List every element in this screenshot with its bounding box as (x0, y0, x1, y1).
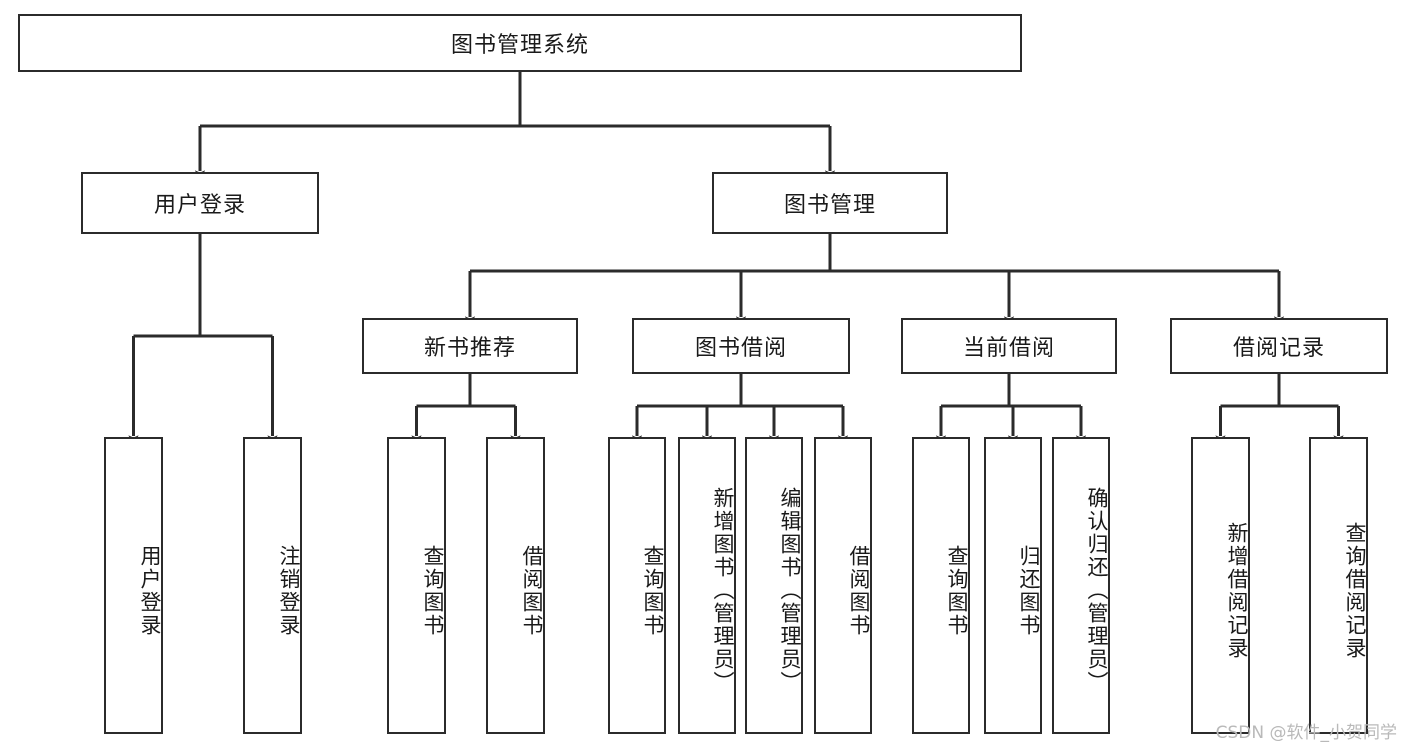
node-label: 图书管理系统 (450, 33, 589, 58)
node-leaf-return-book[interactable]: 归还图书 (984, 437, 1042, 734)
node-label: 查询借阅记录 (1343, 521, 1367, 660)
node-label: 编辑图书（管理员） (778, 487, 802, 694)
node-label: 用户登录 (138, 544, 162, 637)
node-label: 图书借阅 (694, 336, 787, 361)
node-label: 借阅记录 (1232, 336, 1325, 361)
node-label: 查询图书 (641, 544, 665, 637)
node-label: 查询图书 (945, 544, 969, 637)
node-label: 借阅图书 (520, 544, 544, 637)
node-leaf-query-book-current[interactable]: 查询图书 (912, 437, 970, 734)
watermark-text: CSDN @软件_小贺同学 (1215, 723, 1397, 743)
node-user-login[interactable]: 用户登录 (81, 172, 319, 234)
node-label: 查询图书 (421, 544, 445, 637)
node-label: 注销登录 (277, 544, 301, 637)
node-label: 新增借阅记录 (1225, 521, 1249, 660)
node-root[interactable]: 图书管理系统 (18, 14, 1022, 72)
node-label: 归还图书 (1017, 544, 1041, 637)
node-label: 新增图书（管理员） (711, 487, 735, 694)
node-label: 确认归还（管理员） (1085, 487, 1109, 694)
node-label: 借阅图书 (847, 544, 871, 637)
node-leaf-query-borrow-record[interactable]: 查询借阅记录 (1309, 437, 1368, 734)
node-leaf-confirm-return[interactable]: 确认归还（管理员） (1052, 437, 1110, 734)
node-leaf-user-login[interactable]: 用户登录 (104, 437, 163, 734)
node-leaf-logout[interactable]: 注销登录 (243, 437, 302, 734)
node-leaf-borrow-book[interactable]: 借阅图书 (814, 437, 872, 734)
node-label: 当前借阅 (962, 336, 1055, 361)
node-label: 用户登录 (153, 193, 246, 218)
node-leaf-borrow-book-new[interactable]: 借阅图书 (486, 437, 545, 734)
node-leaf-add-book[interactable]: 新增图书（管理员） (678, 437, 736, 734)
node-leaf-edit-book[interactable]: 编辑图书（管理员） (745, 437, 803, 734)
node-leaf-query-book-new[interactable]: 查询图书 (387, 437, 446, 734)
node-book-borrow[interactable]: 图书借阅 (632, 318, 850, 374)
node-label: 图书管理 (783, 193, 876, 218)
node-leaf-query-book-borrow[interactable]: 查询图书 (608, 437, 666, 734)
node-book-management[interactable]: 图书管理 (712, 172, 948, 234)
node-leaf-add-borrow-record[interactable]: 新增借阅记录 (1191, 437, 1250, 734)
node-label: 新书推荐 (423, 336, 516, 361)
node-new-book-recommend[interactable]: 新书推荐 (362, 318, 578, 374)
node-current-borrow[interactable]: 当前借阅 (901, 318, 1117, 374)
node-borrow-record[interactable]: 借阅记录 (1170, 318, 1388, 374)
